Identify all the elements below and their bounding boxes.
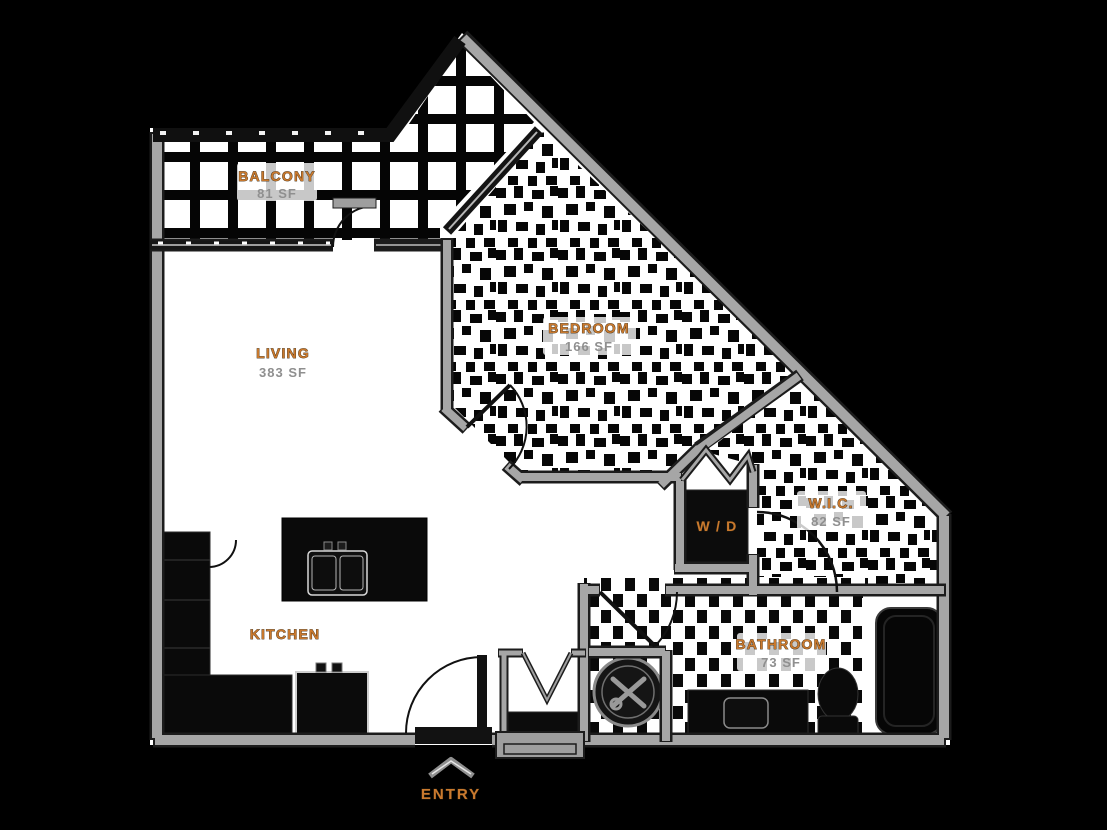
doors bbox=[208, 197, 839, 739]
walls bbox=[149, 30, 953, 748]
bedroom-door-leaf bbox=[465, 383, 512, 429]
pantry-door-arc bbox=[208, 539, 237, 568]
wic-label: W.I.C. bbox=[808, 495, 853, 511]
wic-area: 82 SF bbox=[811, 514, 851, 529]
laundry-label: W / D bbox=[697, 518, 738, 534]
room-labels: BALCONY 81 SF LIVING 383 SF BEDROOM 166 … bbox=[238, 168, 853, 670]
laundry-bifold-doors bbox=[679, 444, 757, 486]
kitchen-label: KITCHEN bbox=[250, 626, 321, 642]
bedroom-carpet-texture bbox=[452, 132, 800, 484]
wic-door-arc bbox=[756, 510, 839, 593]
bathroom-door-arc bbox=[654, 591, 679, 647]
entry-label: ENTRY bbox=[421, 786, 481, 803]
entry-door-leaf bbox=[477, 655, 487, 739]
bathroom-label: BATHROOM bbox=[736, 636, 827, 652]
bathtub bbox=[875, 607, 943, 735]
bedroom-door-arc bbox=[508, 384, 528, 470]
entry-closet-bifold-door bbox=[520, 651, 574, 706]
balcony-window-wall bbox=[150, 238, 449, 252]
water-heater bbox=[592, 656, 664, 728]
bathroom-area: 73 SF bbox=[761, 655, 801, 670]
balcony-label: BALCONY bbox=[238, 168, 316, 184]
balcony-door-leaf bbox=[332, 197, 377, 209]
entry-marker: ENTRY bbox=[421, 757, 481, 803]
balcony-glass-door bbox=[442, 126, 544, 235]
label-chips bbox=[237, 163, 866, 671]
water-heater-icon bbox=[610, 676, 647, 709]
entry-door-arc bbox=[405, 656, 483, 734]
kitchen-island bbox=[281, 517, 428, 602]
faucet bbox=[323, 541, 333, 551]
living-area: 383 SF bbox=[259, 365, 307, 380]
range-stove bbox=[295, 662, 369, 736]
entry-threshold bbox=[415, 727, 492, 744]
kitchen-counters bbox=[162, 531, 293, 737]
entry-porch-step bbox=[495, 731, 585, 759]
wic-carpet-texture bbox=[706, 377, 944, 586]
balcony-area: 81 SF bbox=[257, 186, 297, 201]
tub-deck bbox=[862, 598, 875, 740]
living-label: LIVING bbox=[256, 345, 310, 361]
toilet bbox=[817, 667, 859, 743]
bedroom-area: 166 SF bbox=[565, 339, 613, 354]
bedroom-label: BEDROOM bbox=[548, 320, 630, 336]
bathroom-door-leaf bbox=[598, 590, 657, 648]
